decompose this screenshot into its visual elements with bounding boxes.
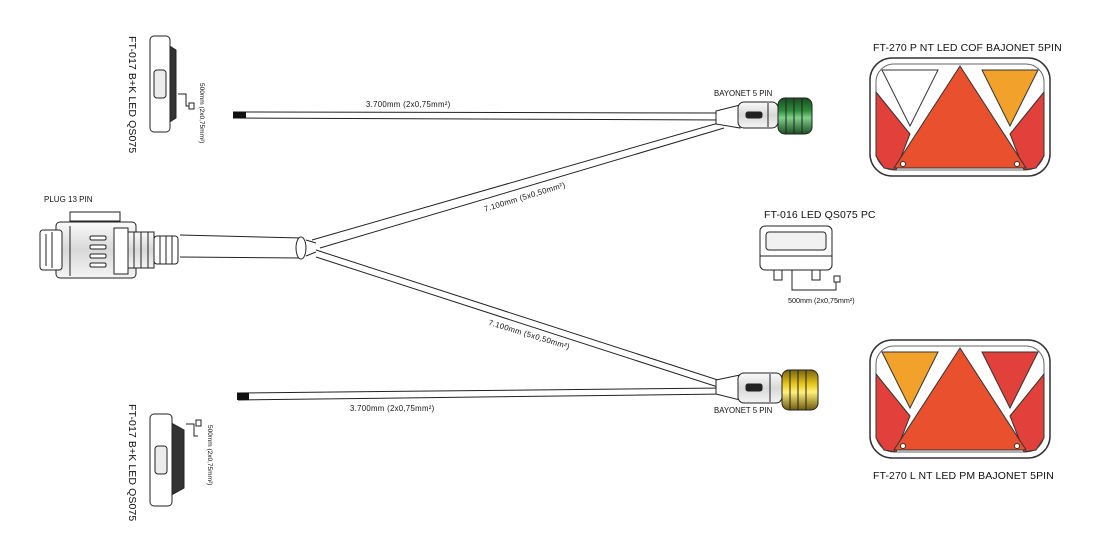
bayonet-top-label: BAYONET 5 PIN (714, 89, 773, 98)
cable-top-label: 3.700mm (2x0,75mm²) (366, 100, 451, 109)
cable-bottom-straight (237, 387, 725, 401)
marker-bottom-cable-label: 500mm (2x0,75mm²) (206, 425, 213, 486)
bayonet-connector-bottom (715, 369, 819, 411)
marker-lamp-top (149, 35, 195, 133)
lamp-top-right (869, 57, 1051, 177)
lamp-bottom-right (869, 339, 1051, 459)
plug-label: PLUG 13 PIN (44, 195, 93, 204)
cable-bottom-label: 3.700mm (2x0,75mm²) (350, 404, 435, 413)
bayonet-bottom-label: BAYONET 5 PIN (714, 406, 773, 415)
marker-lamp-bottom (149, 413, 202, 507)
plate-lamp (759, 225, 841, 291)
cable-lower-branch (315, 249, 725, 390)
lamp-top-right-label: FT-270 P NT LED COF BAJONET 5PIN (873, 42, 1062, 54)
cable-top-straight (235, 111, 725, 121)
cable-bottom-end (237, 392, 249, 400)
plate-lamp-label: FT-016 LED QS075 PC (764, 209, 876, 221)
cable-upper-branch (311, 121, 725, 249)
plug-13-pin (39, 211, 179, 279)
bayonet-connector-top (715, 97, 813, 135)
cable-top-end (233, 111, 246, 119)
marker-bottom-label: FT-017 B+K LED QS075 (126, 404, 138, 522)
marker-top-cable-label: 500mm (2x0,75mm²) (198, 83, 205, 144)
plate-lamp-cable-label: 500mm (2x0,75mm²) (788, 296, 855, 305)
marker-top-label: FT-017 B+K LED QS075 (126, 36, 138, 154)
lamp-bottom-right-label: FT-270 L NT LED PM BAJONET 5PIN (873, 470, 1054, 482)
cable-main-trunk (179, 234, 317, 260)
